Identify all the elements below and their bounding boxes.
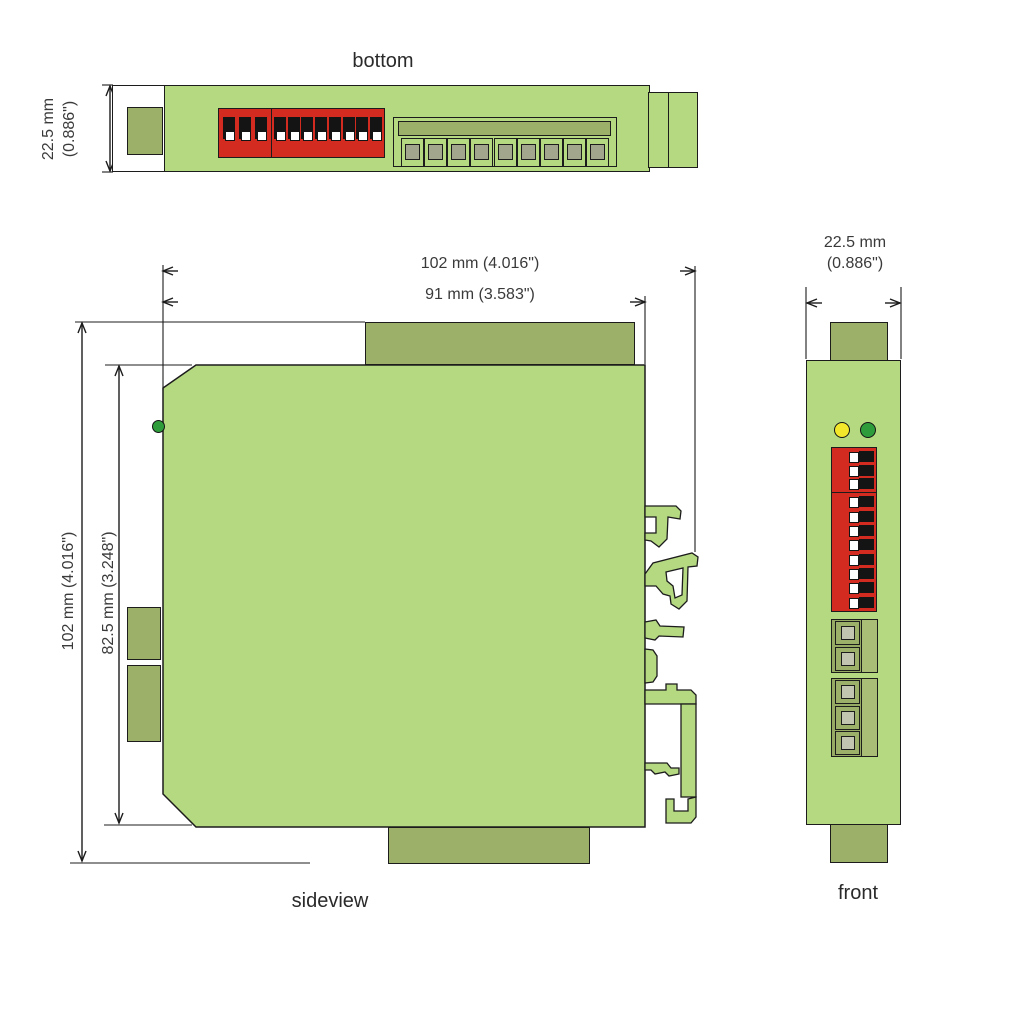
dip-switch[interactable] [849,596,874,609]
front-view-terminal-block-upper [831,619,878,673]
screw-terminal[interactable] [835,730,860,755]
dip-switch[interactable] [255,117,267,147]
front-view-terminal-block-lower [831,678,878,757]
dip-group-1 [832,448,876,493]
dip-group-2 [272,109,384,157]
front-view-dip-switch-bank [831,447,877,612]
bottom-view-left-tab [127,107,163,155]
dip-switch[interactable] [849,553,874,566]
screw-terminal[interactable] [424,138,448,167]
side-led-indicator [152,420,165,433]
dip-group-1 [219,109,272,157]
dip-switch[interactable] [849,464,874,477]
dip-switch[interactable] [301,117,314,147]
front-view-bottom-cap [830,824,888,863]
front-view-width-dimension: 22.5 mm (0.886") [795,232,915,274]
dip-switch[interactable] [849,582,874,595]
screw-terminal[interactable] [835,680,860,705]
bottom-view-terminal-block [393,117,617,167]
dip-switch[interactable] [287,117,300,147]
terminal-lever [861,679,877,756]
dip-group-2 [832,493,876,611]
bottom-view-right-attachment [648,92,698,168]
dim-inch: (0.886") [826,255,884,272]
dip-switch[interactable] [849,450,874,463]
screw-terminal[interactable] [447,138,471,167]
screw-terminal[interactable] [401,138,424,167]
sideview-height-body-dimension: 82.5 mm (3.248") [100,531,117,655]
sideview-top-cap [365,322,635,365]
sideview-left-tab-upper [127,607,161,660]
terminal-strip [398,121,611,136]
dip-switch[interactable] [342,117,355,147]
screw-terminal[interactable] [586,138,609,167]
dim-inch: (0.886") [61,100,78,158]
front-view-top-cap [830,322,888,361]
dip-switch[interactable] [273,117,286,147]
sideview-bottom-cap [388,827,590,864]
screw-terminal[interactable] [470,138,494,167]
sideview-height-total-dimension: 102 mm (4.016") [60,531,77,651]
front-led-yellow [834,422,850,438]
bottom-view-dip-switch-bank [218,108,385,158]
screw-terminal[interactable] [516,138,540,167]
screw-terminal[interactable] [835,621,860,646]
screw-terminal[interactable] [539,138,563,167]
din-rail-clip [644,505,699,824]
screw-terminal[interactable] [835,705,860,730]
front-led-green [860,422,876,438]
extension-lines [70,84,902,864]
dip-switch[interactable] [239,117,251,147]
dim-mm: 22.5 mm [40,97,57,161]
dip-switch[interactable] [849,567,874,580]
terminal-row [401,138,609,167]
screw-terminal[interactable] [562,138,586,167]
sideview-width-body-dimension: 91 mm (3.583") [425,286,535,303]
dip-switch[interactable] [849,478,874,491]
dip-switch[interactable] [849,524,874,537]
sideview-label: sideview [291,890,369,912]
screw-terminal[interactable] [835,646,860,671]
front-view-label: front [837,882,879,904]
dip-switch[interactable] [315,117,328,147]
sideview-width-total-dimension: 102 mm (4.016") [420,255,540,272]
dip-switch[interactable] [356,117,369,147]
dip-switch[interactable] [849,510,874,523]
dip-switch[interactable] [849,496,874,509]
terminal-column [835,679,860,756]
dip-switch[interactable] [328,117,341,147]
terminal-column [835,620,860,672]
screw-terminal[interactable] [493,138,517,167]
terminal-lever [861,620,877,672]
sideview-body [162,364,646,828]
sideview-left-tab-lower [127,665,161,742]
dip-switch[interactable] [223,117,235,147]
bottom-view-label: bottom [352,50,414,72]
dip-switch[interactable] [370,117,383,147]
dim-mm: 22.5 mm [823,234,887,251]
bottom-view-height-dimension: 22.5 mm (0.886") [38,74,82,184]
dip-switch[interactable] [849,539,874,552]
attachment-divider [668,93,669,167]
